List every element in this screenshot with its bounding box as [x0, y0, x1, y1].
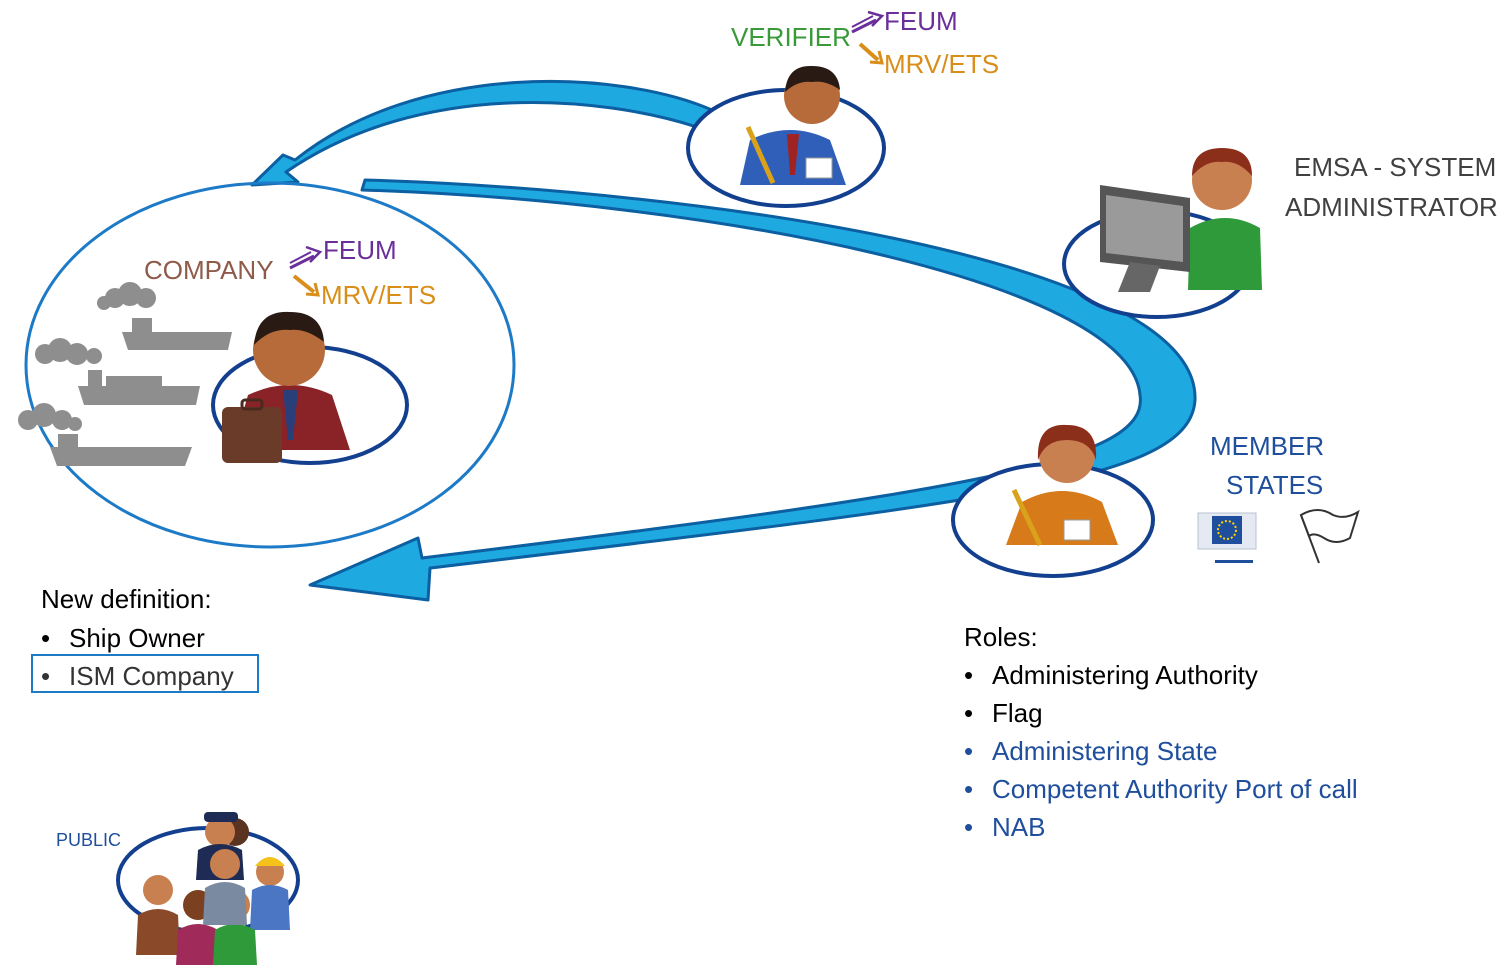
verifier-feum-label: FEUM: [884, 6, 958, 36]
new-definition-heading: New definition:: [41, 584, 212, 614]
emsa-admin-icon: [1100, 148, 1262, 292]
company-person-icon: [222, 311, 350, 463]
list-item: Administering State: [964, 732, 1358, 770]
company-mrv-arrow-icon: [292, 274, 320, 297]
verifier-person-icon: [740, 65, 846, 185]
company-mrv-label: MRV/ETS: [321, 280, 437, 310]
roles-heading: Roles:: [964, 622, 1038, 652]
ship-icon-bottom: [18, 403, 192, 466]
roles-list: Administering Authority Flag Administeri…: [964, 656, 1358, 846]
list-item: ISM Company: [41, 657, 234, 695]
list-item: NAB: [964, 808, 1358, 846]
emsa-label-line1: EMSA - SYSTEM: [1294, 152, 1497, 182]
list-item: Ship Owner: [41, 619, 234, 657]
member-states-label-line2: STATES: [1226, 470, 1324, 500]
new-definition-list: Ship Owner ISM Company: [41, 619, 234, 695]
company-feum-label: FEUM: [323, 235, 397, 265]
list-item: Competent Authority Port of call: [964, 770, 1358, 808]
eu-commission-icon: [1197, 512, 1257, 563]
ship-icon-top: [97, 282, 232, 350]
public-crowd-icon: [136, 812, 290, 965]
member-states-person-icon: [1006, 424, 1118, 547]
list-item: Administering Authority: [964, 656, 1358, 694]
flow-arrow-upper: [250, 79, 714, 187]
verifier-mrv-arrow-icon: [858, 42, 884, 65]
emsa-label-line2: ADMINISTRATOR: [1285, 192, 1498, 222]
list-item: Flag: [964, 694, 1358, 732]
company-feum-arrow-icon: [289, 245, 323, 270]
ship-icon-middle: [35, 338, 200, 405]
verifier-label: VERIFIER: [731, 22, 851, 52]
verifier-feum-arrow-icon: [851, 10, 885, 34]
public-label: PUBLIC: [56, 830, 122, 850]
flag-icon: [1299, 509, 1360, 564]
company-oval: [24, 181, 516, 549]
company-label: COMPANY: [144, 255, 274, 285]
verifier-mrv-label: MRV/ETS: [884, 49, 1000, 79]
member-states-label-line1: MEMBER: [1210, 431, 1325, 461]
